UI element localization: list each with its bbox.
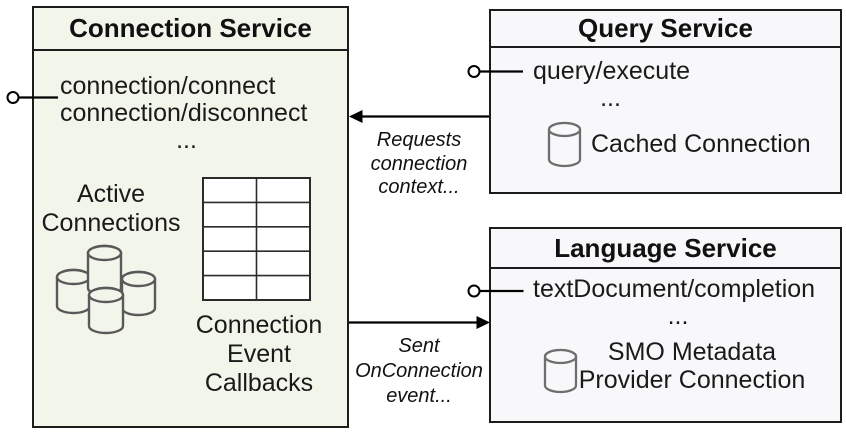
methods-ellipsis: ...: [600, 84, 621, 112]
query-service-box: Query Service: [489, 9, 842, 194]
smo-line: SMO Metadata: [607, 338, 777, 366]
query-service-title: Query Service: [491, 11, 840, 48]
callbacks-line: Callbacks: [204, 369, 314, 397]
callbacks-line: Connection: [195, 311, 323, 339]
method-label: connection/connect: [60, 72, 276, 100]
database-cluster-icon: [55, 244, 157, 335]
database-icon: [547, 121, 582, 168]
requests-line: Requests: [376, 129, 462, 151]
sent-line: event...: [386, 385, 452, 407]
interface-lollipop-icon: [467, 65, 523, 78]
callbacks-table-icon: [202, 177, 311, 301]
connection-service-title: Connection Service: [34, 8, 347, 51]
cached-connection-label: Cached Connection: [591, 130, 811, 158]
callbacks-line: Event: [227, 340, 291, 368]
requests-arrow: [349, 110, 489, 123]
database-icon: [543, 348, 578, 394]
sent-line: OnConnection: [355, 360, 483, 382]
active-connections-line: Connections: [41, 209, 181, 237]
method-label: connection/disconnect: [60, 99, 308, 127]
method-label: textDocument/completion: [533, 275, 816, 303]
sent-event-arrow: [349, 316, 490, 329]
interface-lollipop-icon: [6, 91, 58, 104]
methods-ellipsis: ...: [667, 302, 689, 330]
language-service-title: Language Service: [491, 229, 840, 269]
interface-lollipop-icon: [467, 284, 524, 298]
sent-line: Sent: [398, 335, 440, 357]
methods-ellipsis: ...: [176, 126, 197, 154]
requests-line: connection: [370, 152, 468, 175]
requests-line: context...: [378, 176, 460, 198]
method-label: query/execute: [533, 57, 691, 85]
active-connections-line: Active: [76, 180, 146, 208]
smo-line: Provider Connection: [578, 366, 806, 394]
